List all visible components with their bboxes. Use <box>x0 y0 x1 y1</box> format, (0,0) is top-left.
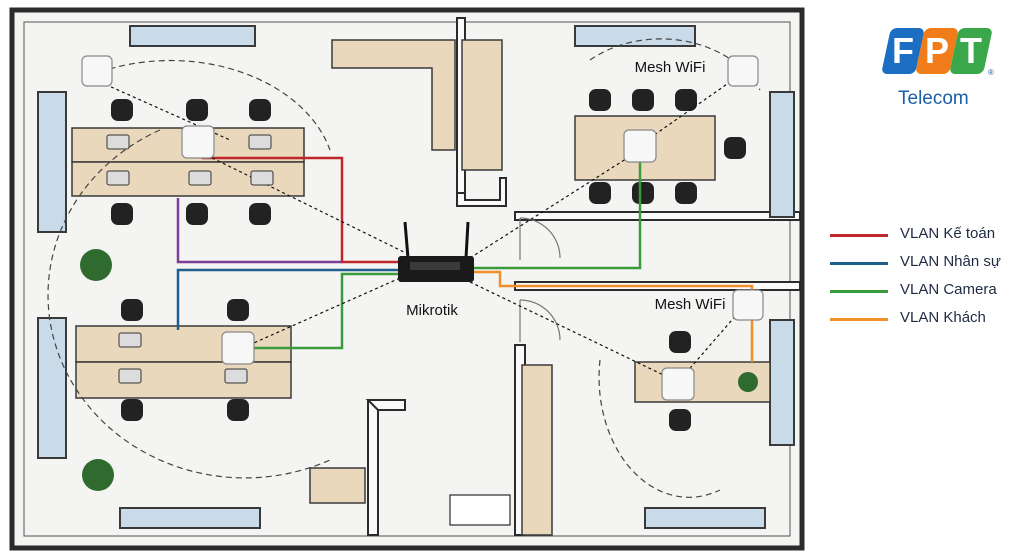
laptop <box>106 170 130 186</box>
windows <box>37 25 795 529</box>
chair <box>111 99 133 121</box>
router-label: Mikrotik <box>406 302 458 319</box>
laptops <box>106 134 274 384</box>
legend-item-hr: VLAN Nhân sự <box>830 253 1020 281</box>
chair <box>249 203 271 225</box>
legend-item-camera: VLAN Camera <box>830 281 1020 309</box>
legend-item-accounting: VLAN Kế toán <box>830 225 1020 253</box>
vlan-camera-cable-2 <box>470 160 642 270</box>
legend-label-camera: VLAN Camera <box>900 281 997 298</box>
chair <box>186 99 208 121</box>
chair <box>121 299 143 321</box>
cabinets <box>309 39 553 536</box>
access-point-desk-bottom <box>221 331 255 365</box>
outer-wall <box>9 7 805 551</box>
inner-wall-border <box>23 21 791 537</box>
vlan-accounting-cable <box>202 156 400 264</box>
chair <box>227 299 249 321</box>
chair <box>227 399 249 421</box>
chair <box>724 137 746 159</box>
fpt-logo-tiles: F P T <box>881 28 993 80</box>
legend-swatch-accounting <box>830 234 888 237</box>
plants <box>80 249 758 491</box>
logo-subtitle: Telecom <box>898 88 969 109</box>
laptop <box>118 368 142 384</box>
chair <box>632 89 654 111</box>
chair <box>186 203 208 225</box>
fpt-telecom-logo: F P T ® Telecom <box>880 24 1000 119</box>
chairs <box>111 89 746 431</box>
mesh-wifi-label-top: Mesh WiFi <box>635 59 706 76</box>
access-point-desk-left <box>181 125 215 159</box>
chair <box>675 89 697 111</box>
access-point-guest-desk <box>661 367 695 401</box>
chair <box>669 409 691 431</box>
chair <box>121 399 143 421</box>
legend-swatch-hr <box>830 262 888 265</box>
legend-swatch-camera <box>830 290 888 293</box>
registered-mark: ® <box>988 68 994 77</box>
laptop <box>224 368 248 384</box>
laptop <box>248 134 272 150</box>
mikrotik-router <box>398 221 474 282</box>
vlan-hr-cable <box>176 268 400 330</box>
access-point-meeting <box>623 129 657 163</box>
laptop <box>118 332 142 348</box>
legend-label-accounting: VLAN Kế toán <box>900 225 996 242</box>
chair <box>632 182 654 204</box>
legend-label-guest: VLAN Khách <box>900 309 986 326</box>
door-swings <box>449 217 561 526</box>
vlan-camera-cable-1 <box>240 272 400 350</box>
laptop <box>188 170 212 186</box>
access-point-mesh-top <box>727 55 759 87</box>
access-point-mesh-bottom <box>732 289 764 321</box>
legend-label-hr: VLAN Nhân sự <box>900 253 1001 270</box>
access-points <box>81 55 764 401</box>
vlan-legend: VLAN Kế toán VLAN Nhân sự VLAN Camera VL… <box>830 225 1020 337</box>
chair <box>589 182 611 204</box>
chair <box>589 89 611 111</box>
chair <box>669 331 691 353</box>
chair <box>675 182 697 204</box>
vlan-accounting-purple-cable <box>176 198 342 264</box>
access-point-top-left <box>81 55 113 87</box>
wifi-coverage-arcs <box>47 38 761 498</box>
laptop <box>250 170 274 186</box>
mesh-wifi-label-bottom: Mesh WiFi <box>655 296 726 313</box>
legend-item-guest: VLAN Khách <box>830 309 1020 337</box>
legend-swatch-guest <box>830 318 888 321</box>
chair <box>111 203 133 225</box>
chair <box>249 99 271 121</box>
laptop <box>106 134 130 150</box>
